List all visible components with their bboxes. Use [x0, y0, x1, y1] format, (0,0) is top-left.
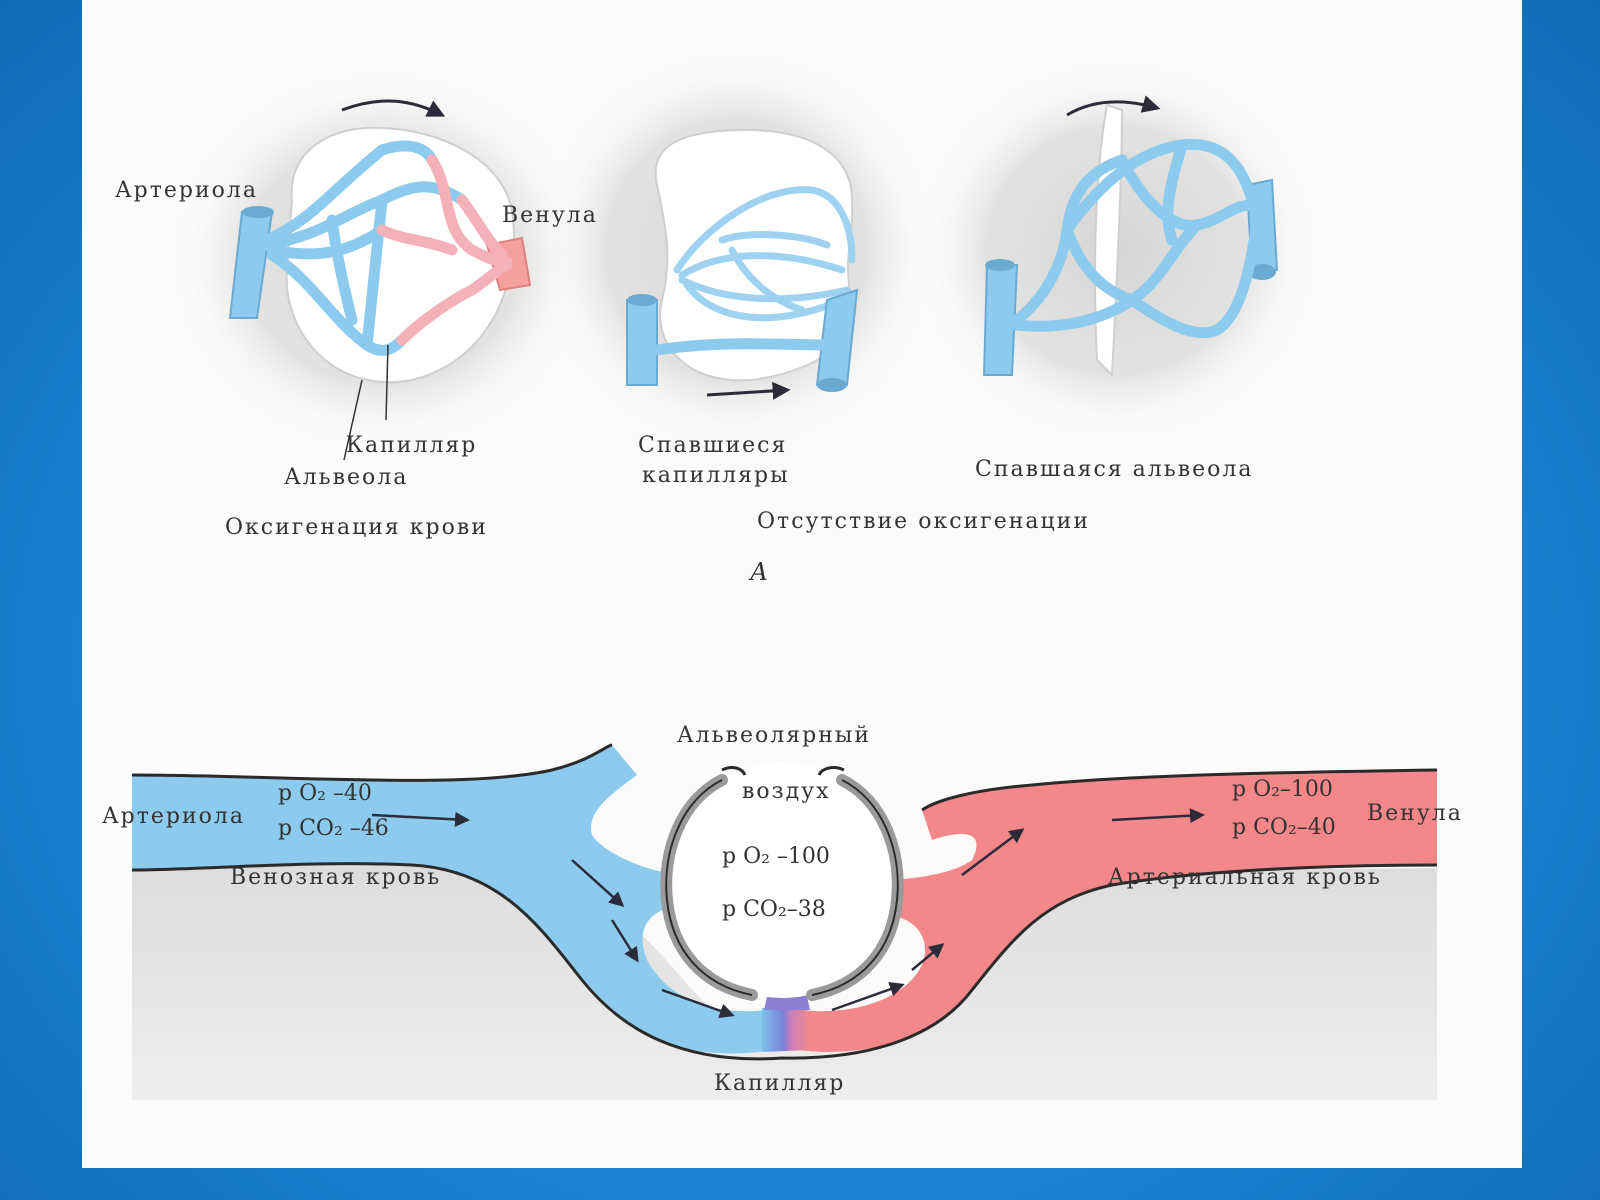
- middle-venule-opening: [817, 378, 847, 392]
- label-venule-a: Венула: [502, 203, 598, 228]
- tissue-background: [132, 859, 1437, 1100]
- capillary-network-middle: [673, 186, 856, 322]
- alveolus-leader: [343, 379, 363, 461]
- label-venous-blood: Венозная кровь: [230, 865, 441, 890]
- flow-arrow-up-1: [831, 981, 905, 1012]
- caption-oxygenation: Оксигенация крови: [225, 515, 488, 540]
- venule-pco2: р СО₂–40: [1232, 815, 1336, 840]
- panel-letter-a: А: [748, 558, 770, 586]
- arterial-vessel: [797, 770, 1437, 1052]
- middle-arteriole-top: [627, 294, 657, 306]
- right-arteriole-top: [985, 259, 1015, 271]
- arterial-top-edge: [921, 768, 1438, 812]
- alveolus-opening-right: [817, 766, 845, 776]
- capillary-network-left: [261, 140, 468, 356]
- flow-arrow-middle: [706, 381, 791, 400]
- label-capillary-a: Капилляр: [346, 433, 477, 458]
- diagram-art: Артериола Венула Капилляр Альвеола Оксиг…: [102, 50, 1463, 1100]
- rotation-arrow-left: [341, 99, 446, 117]
- arteriole-pco2: р СО₂ –46: [278, 816, 389, 841]
- venous-vessel: [132, 745, 772, 1054]
- flow-arrow-arteriole: [371, 811, 470, 827]
- left-alveolus-figure: [228, 99, 532, 461]
- flow-arrow-down-1: [571, 859, 625, 908]
- middle-figure: [626, 128, 859, 400]
- panel-a: Артериола Венула Капилляр Альвеола Оксиг…: [115, 50, 1317, 586]
- middle-arteriole: [626, 299, 658, 386]
- flow-arrow-up-3: [961, 828, 1025, 876]
- vessel-bottom-edge: [131, 862, 1438, 1061]
- alveolar-wall-right-outline: [811, 779, 899, 996]
- label-alveolar-air-1: Альвеолярный: [677, 723, 871, 748]
- label-alveolar-air-2: воздух: [742, 779, 831, 804]
- panel-b: Альвеолярный воздух р О₂ –100 р СО₂–38 А…: [102, 723, 1463, 1100]
- flow-arrow-down-2: [610, 919, 639, 963]
- capillary-network-right: [1011, 138, 1263, 339]
- label-alveolus-a: Альвеола: [284, 465, 408, 490]
- flow-arrow-venule: [1111, 808, 1205, 824]
- alveolus-opening-left: [721, 766, 747, 776]
- label-venule-b: Венула: [1367, 801, 1463, 826]
- alveolar-wall-left-outline: [665, 779, 753, 996]
- label-collapsed-capillaries-1: Спавшиеся: [638, 433, 787, 458]
- alveolar-po2: р О₂ –100: [722, 844, 830, 869]
- diagram-panel: Артериола Венула Капилляр Альвеола Оксиг…: [82, 0, 1522, 1168]
- capillary-network-left-oxygenated: [376, 154, 513, 346]
- rotation-arrow-right: [1066, 95, 1161, 117]
- capillary-leader: [385, 344, 389, 421]
- arteriole-opening: [242, 206, 274, 218]
- label-arteriole-b: Артериола: [102, 804, 245, 829]
- venous-top-edge: [131, 743, 613, 782]
- alveolus-air: [664, 762, 900, 998]
- caption-no-oxygenation: Отсутствие оксигенации: [757, 509, 1090, 534]
- capillary-transition: [762, 1008, 810, 1052]
- flow-arrow-bottom: [661, 988, 735, 1019]
- label-collapsed-alveolus: Спавшаяся альвеола: [975, 457, 1253, 482]
- alveolar-pco2: р СО₂–38: [722, 897, 826, 922]
- label-arteriole-a: Артериола: [115, 178, 258, 203]
- flow-arrow-up-2: [911, 943, 945, 971]
- label-capillary-b: Капилляр: [714, 1071, 845, 1096]
- bypass-vessel: [651, 338, 833, 356]
- venule-po2: р О₂–100: [1232, 777, 1333, 802]
- label-collapsed-capillaries-2: капилляры: [642, 463, 790, 488]
- label-arterial-blood: Артериальная кровь: [1108, 865, 1382, 890]
- right-venule-opening: [1248, 264, 1276, 280]
- right-figure: [982, 95, 1279, 378]
- arteriole-po2: р О₂ –40: [278, 781, 372, 806]
